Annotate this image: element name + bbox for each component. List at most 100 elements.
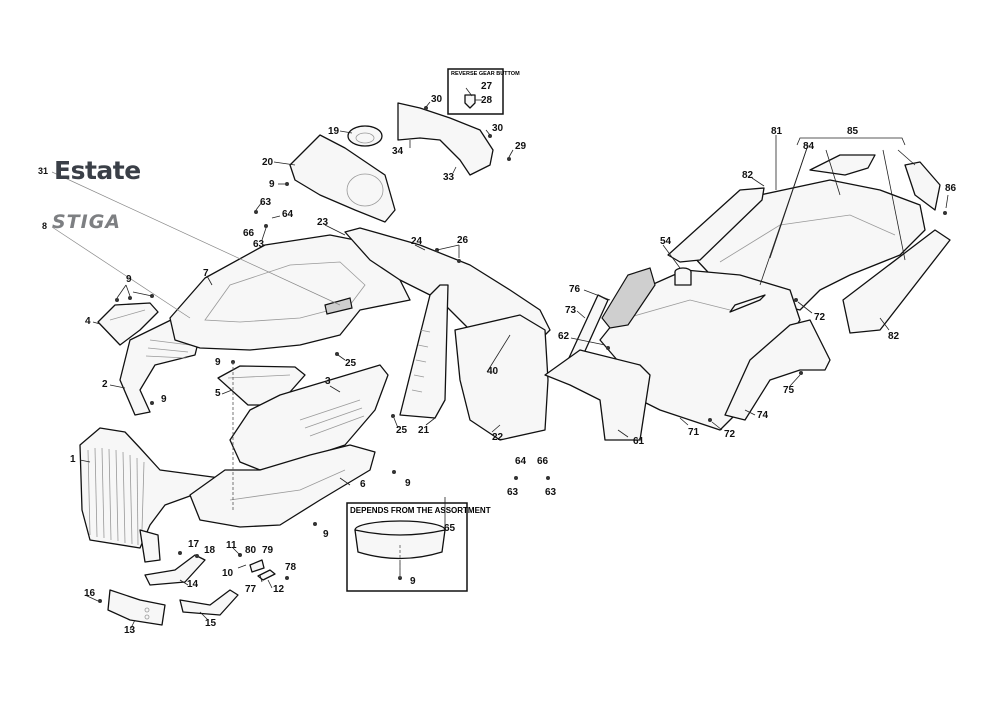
callout-66: 66	[537, 456, 549, 467]
callout-82: 82	[742, 170, 754, 181]
callout-17: 17	[188, 539, 200, 550]
callout-11: 11	[226, 540, 237, 551]
callout-5: 5	[215, 388, 221, 399]
callout-16: 16	[84, 588, 96, 599]
callout-65: 65	[444, 523, 456, 534]
callout-15: 15	[205, 618, 217, 629]
callout-62: 62	[558, 331, 570, 342]
inset-assortment-title: DEPENDS FROM THE ASSORTMENT	[350, 506, 491, 515]
callout-14: 14	[187, 579, 199, 590]
callout-81: 81	[771, 126, 783, 137]
estate-logo: Estate	[54, 156, 141, 185]
part-15-bracket[interactable]	[179, 589, 239, 616]
part-82-side-strip-left[interactable]	[667, 187, 765, 263]
callout-26: 26	[457, 235, 469, 246]
callout-30: 30	[492, 123, 504, 134]
callout-85: 85	[847, 126, 859, 137]
part-65-ring[interactable]	[354, 520, 446, 560]
callout-78: 78	[285, 562, 297, 573]
callout-18: 18	[204, 545, 216, 556]
callout-9: 9	[405, 478, 411, 489]
callout-29: 29	[515, 141, 527, 152]
callout-73: 73	[565, 305, 577, 316]
part-1-front-grille[interactable]	[79, 427, 221, 563]
callout-19: 19	[328, 126, 340, 137]
callout-63: 63	[507, 487, 519, 498]
callout-31: 31	[38, 166, 49, 176]
stiga-logo: STIGA	[52, 211, 122, 233]
callout-86: 86	[945, 183, 957, 194]
part-21-side-grille[interactable]	[399, 284, 449, 419]
part-77-clip[interactable]	[257, 569, 276, 581]
callout-77: 77	[245, 584, 257, 595]
callout-9: 9	[323, 529, 329, 540]
callout-63: 63	[253, 239, 265, 250]
callout-76: 76	[569, 284, 581, 295]
callout-7: 7	[203, 268, 209, 279]
callout-72: 72	[724, 429, 736, 440]
callout-75: 75	[783, 385, 795, 396]
callout-1: 1	[70, 454, 76, 465]
callout-9-inset: 9	[410, 576, 416, 587]
callout-61: 61	[633, 436, 645, 447]
inset-reverse-gear-title: REVERSE GEAR BUTTOM	[451, 71, 520, 77]
callout-20: 20	[262, 157, 274, 168]
callout-3: 3	[325, 376, 331, 387]
callout-12: 12	[273, 584, 285, 595]
part-76-seat-mat[interactable]	[601, 267, 656, 329]
callout-66: 66	[243, 228, 255, 239]
part-6-chassis-frame[interactable]	[189, 444, 376, 528]
callout-40: 40	[487, 366, 499, 377]
part-14-bracket[interactable]	[144, 554, 206, 586]
callout-30: 30	[431, 94, 443, 105]
part-85-brackets[interactable]	[809, 154, 941, 211]
callout-25: 25	[345, 358, 357, 369]
callout-13: 13	[124, 625, 136, 636]
part-79-clip[interactable]	[249, 559, 265, 573]
callout-27: 27	[481, 81, 493, 92]
part-22-frame-side[interactable]	[454, 314, 549, 441]
callout-63: 63	[545, 487, 557, 498]
callout-64: 64	[282, 209, 294, 220]
callout-9: 9	[161, 394, 167, 405]
callout-28: 28	[481, 95, 493, 106]
callout-79: 79	[262, 545, 274, 556]
inset-reverse-gear-frame	[447, 68, 504, 115]
part-54-fuel-cap[interactable]	[674, 267, 692, 286]
callout-6: 6	[360, 479, 366, 490]
part-3-footboard-cover[interactable]	[229, 364, 389, 471]
callout-23: 23	[317, 217, 329, 228]
callout-74: 74	[757, 410, 769, 421]
part-19-cup-holder[interactable]	[347, 125, 383, 147]
part-74-fender-extension[interactable]	[724, 319, 831, 421]
part-34-steering-console[interactable]	[397, 102, 494, 176]
callout-82: 82	[888, 331, 900, 342]
callout-80: 80	[245, 545, 257, 556]
callout-72: 72	[814, 312, 826, 323]
callout-9: 9	[269, 179, 275, 190]
part-7-hood[interactable]	[169, 234, 411, 351]
part-82-side-strip-right[interactable]	[842, 229, 951, 334]
part-28-reverse-button[interactable]	[464, 94, 476, 109]
callout-33: 33	[443, 172, 455, 183]
part-13-front-plate[interactable]	[107, 589, 166, 626]
callout-8: 8	[42, 221, 48, 231]
callout-9: 9	[215, 357, 221, 368]
callout-4: 4	[85, 316, 91, 327]
callout-21: 21	[418, 425, 430, 436]
callout-34: 34	[392, 146, 404, 157]
part-20-dashboard[interactable]	[289, 134, 396, 223]
callout-63: 63	[260, 197, 272, 208]
callout-25: 25	[396, 425, 408, 436]
callout-54: 54	[660, 236, 672, 247]
callout-2: 2	[102, 379, 108, 390]
callout-24: 24	[411, 236, 423, 247]
callout-22: 22	[492, 432, 504, 443]
part-4-front-panel[interactable]	[97, 302, 159, 346]
callout-10: 10	[222, 568, 234, 579]
callout-64: 64	[515, 456, 527, 467]
callout-9: 9	[126, 274, 132, 285]
part-61-mudguard[interactable]	[544, 349, 651, 441]
callout-84: 84	[803, 141, 815, 152]
